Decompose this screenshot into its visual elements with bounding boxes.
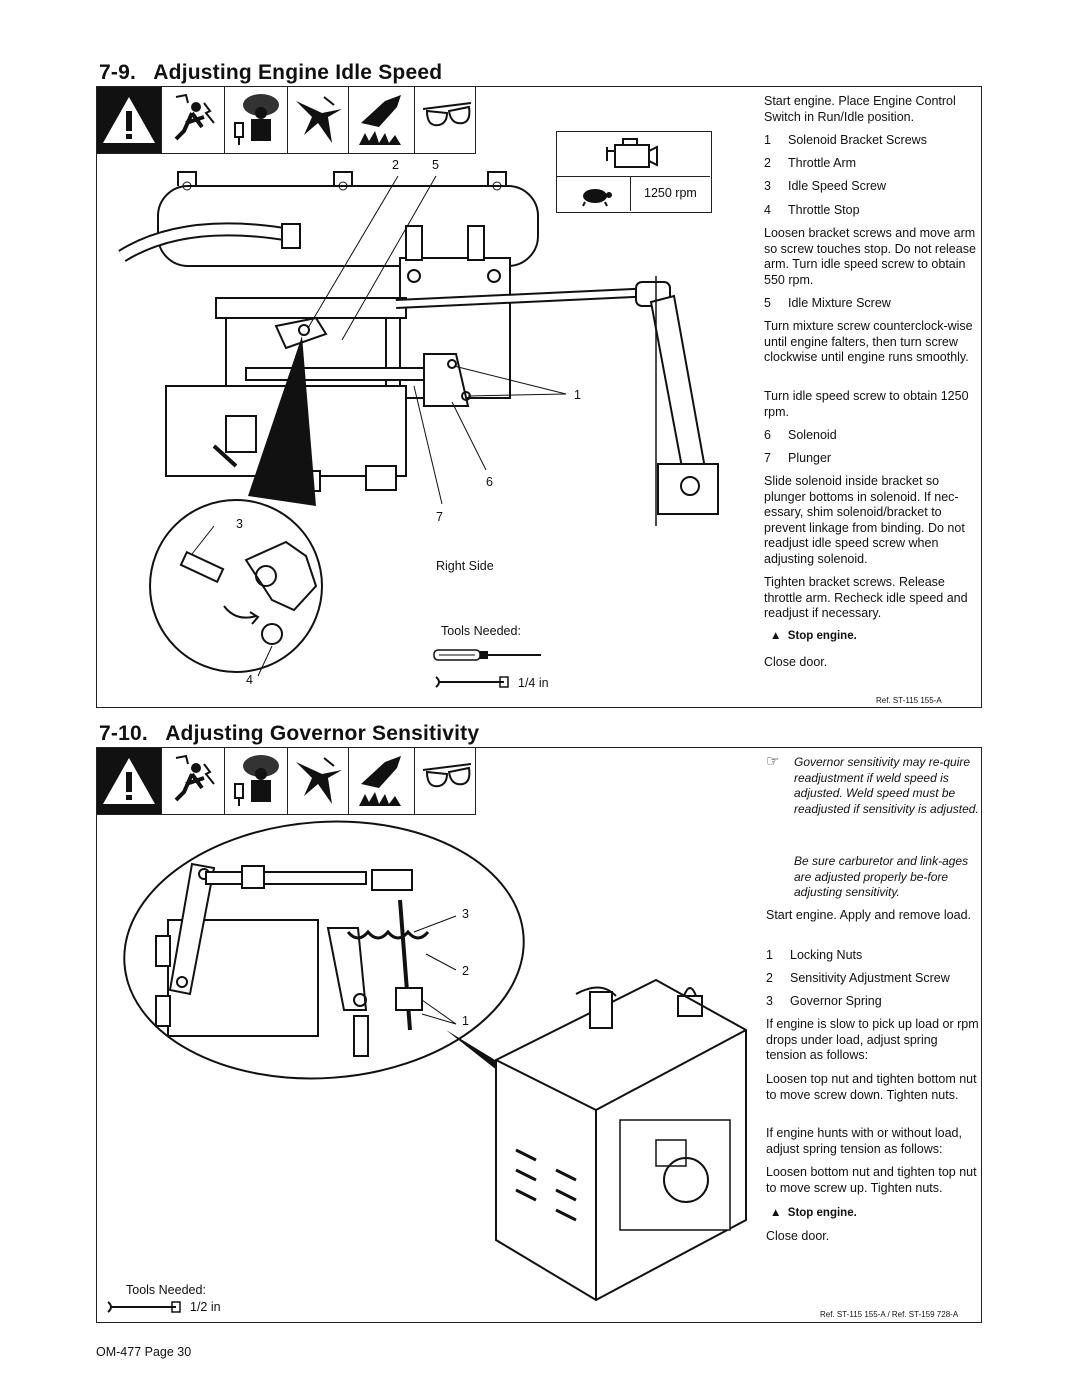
moving-parts-icon [288, 87, 349, 153]
engine-icon [606, 138, 658, 168]
electric-shock-icon [162, 748, 225, 814]
eye-protection-icon [415, 87, 480, 153]
wrench-size: 1/4 in [518, 676, 549, 690]
rpm-divider-vertical [630, 177, 631, 211]
callout-1: 1 [574, 388, 581, 402]
instruction-paragraph: Turn idle speed screw to obtain 1250 rpm… [764, 389, 969, 419]
fumes-icon [225, 748, 288, 814]
stop-engine-step: ▲ Stop engine. [770, 1207, 857, 1219]
page-footer: OM-477 Page 30 [96, 1345, 192, 1359]
note-text: Be sure carburetor and link-ages are adj… [794, 854, 969, 899]
callout-2: 2 [462, 964, 469, 978]
instruction-paragraph: Slide solenoid inside bracket so plunger… [764, 474, 965, 566]
tools-needed-label: Tools Needed: [126, 1283, 206, 1297]
close-door-step: Close door. [764, 655, 828, 669]
wrench-icon [107, 1301, 181, 1313]
rpm-value: 1250 rpm [644, 186, 697, 200]
reference-number: Ref. ST-115 155-A / Ref. ST-159 728-A [820, 1310, 959, 1319]
warning-icon [97, 748, 162, 814]
intro-text: Start engine. Apply and remove load. [766, 908, 971, 922]
note-hand-icon: ☞ [766, 753, 780, 770]
governor-illustration [123, 820, 747, 1302]
safety-icon-bar [96, 86, 476, 154]
callout-2: 2 [392, 158, 399, 172]
turtle-slow-icon [582, 189, 612, 207]
callout-1: 1 [462, 1014, 469, 1028]
callout-7: 7 [436, 510, 443, 524]
instruction-paragraph: Loosen top nut and tighten bottom nut to… [766, 1072, 977, 1102]
hot-parts-icon [349, 87, 415, 153]
section-title-governor: 7-10. Adjusting Governor Sensitivity [99, 722, 480, 745]
instruction-paragraph: Loosen bottom nut and tighten top nut to… [766, 1165, 977, 1195]
callout-6: 6 [486, 475, 493, 489]
reference-number: Ref. ST-115 155-A [876, 696, 942, 705]
instruction-paragraph: If engine is slow to pick up load or rpm… [766, 1017, 979, 1062]
moving-parts-icon [288, 748, 349, 814]
eye-protection-icon [415, 748, 480, 814]
wrench-icon [435, 676, 509, 688]
rpm-spec-box [556, 131, 712, 213]
idle-speed-panel [96, 86, 982, 708]
hot-parts-icon [349, 748, 415, 814]
note-text: Governor sensitivity may re-quire readju… [794, 755, 979, 816]
stop-engine-step: ▲ Stop engine. [770, 630, 857, 642]
screwdriver-icon [433, 649, 541, 661]
instruction-paragraph: Loosen bracket screws and move arm so sc… [764, 226, 976, 287]
tools-needed-label: Tools Needed: [441, 624, 521, 638]
safety-icon-bar [96, 747, 476, 815]
electric-shock-icon [162, 87, 225, 153]
warning-triangle-icon: ▲ [770, 1207, 782, 1219]
wrench-size: 1/2 in [190, 1300, 221, 1314]
rpm-divider [557, 176, 710, 177]
instruction-paragraph: Tighten bracket screws. Release throttle… [764, 575, 968, 620]
section-title-idle-speed: 7-9. Adjusting Engine Idle Speed [99, 61, 443, 84]
view-label: Right Side [436, 559, 494, 573]
callout-3: 3 [462, 907, 469, 921]
warning-triangle-icon: ▲ [770, 630, 782, 642]
callout-5: 5 [432, 158, 439, 172]
warning-icon [97, 87, 162, 153]
callout-3: 3 [236, 517, 243, 531]
fumes-icon [225, 87, 288, 153]
intro-text: Start engine. Place Engine Control Switc… [764, 94, 956, 124]
governor-panel [96, 747, 982, 1323]
instruction-paragraph: Turn mixture screw counterclock-wise unt… [764, 319, 973, 364]
callout-4: 4 [246, 673, 253, 687]
carburetor-illustration [118, 171, 719, 677]
close-door-step: Close door. [766, 1229, 830, 1243]
instruction-paragraph: If engine hunts with or without load, ad… [766, 1126, 962, 1156]
